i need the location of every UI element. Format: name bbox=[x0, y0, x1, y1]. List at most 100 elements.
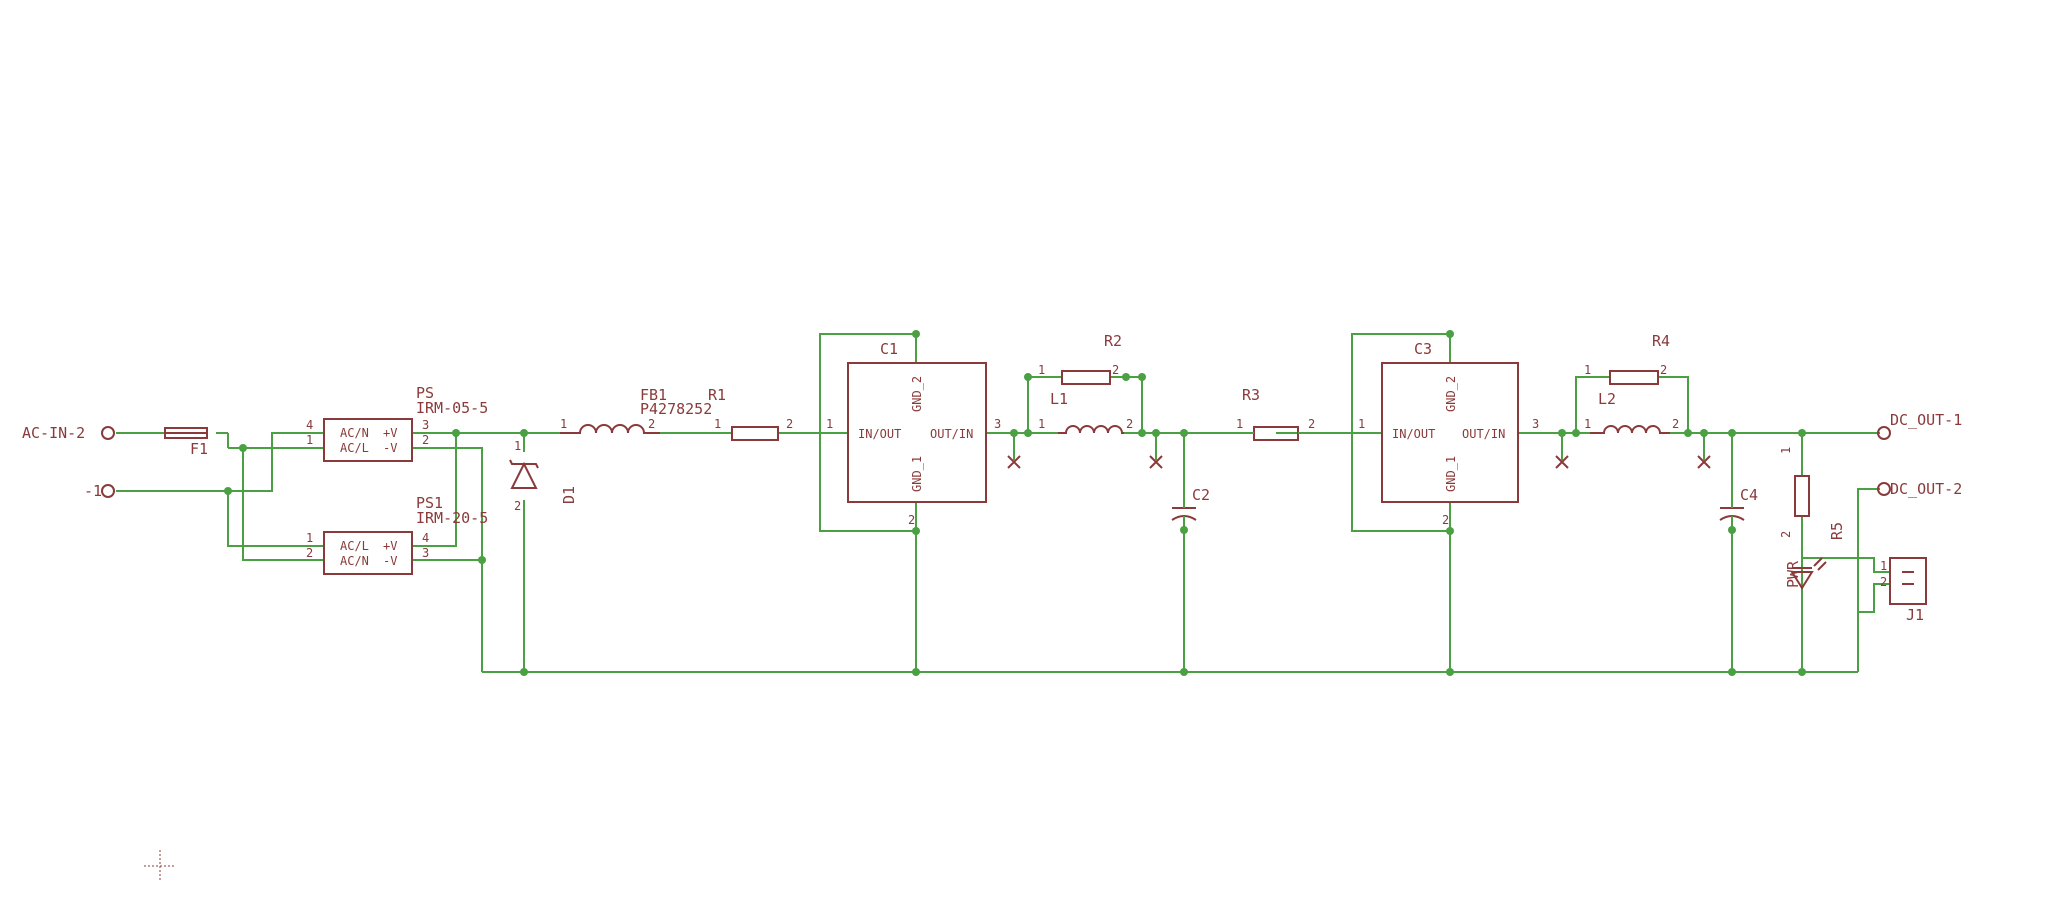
no-connect-marks bbox=[1007, 433, 1711, 469]
fb1-name-label: FB1 bbox=[640, 386, 667, 404]
pin-number: 1 bbox=[1880, 559, 1887, 573]
ps-pin-neg: -V bbox=[383, 441, 397, 455]
inductor-l2[interactable]: 1 2 L2 bbox=[1584, 390, 1679, 434]
pin-number: 2 bbox=[1779, 531, 1793, 538]
ac-in-1-connector[interactable]: -1 bbox=[84, 482, 115, 500]
resistor-r1[interactable]: 1 2 R1 bbox=[708, 386, 793, 441]
pin-number: 3 bbox=[1532, 417, 1539, 431]
c2-label: C2 bbox=[1192, 486, 1210, 504]
ferrite-fb1[interactable]: 1 2 FB1 P4278252 bbox=[560, 386, 712, 434]
c1-pin-in: IN/OUT bbox=[858, 427, 901, 441]
fb1-value-label: P4278252 bbox=[640, 400, 712, 418]
r3-label: R3 bbox=[1242, 386, 1260, 404]
ps1-pin-pos: +V bbox=[383, 539, 397, 553]
l2-label: L2 bbox=[1598, 390, 1616, 408]
module-c1[interactable]: IN/OUT OUT/IN GND_2 GND_1 1 3 2 C1 bbox=[826, 340, 1001, 527]
c3-pin-out: OUT/IN bbox=[1462, 427, 1505, 441]
c1-label: C1 bbox=[880, 340, 898, 358]
c3-pin-gnd1: GND_1 bbox=[1444, 456, 1458, 492]
c1-pin-gnd2: GND_2 bbox=[910, 376, 924, 412]
pin-number: 3 bbox=[422, 418, 429, 432]
ps1-pin-neg: -V bbox=[383, 554, 397, 568]
dc-out-2-connector[interactable]: DC_OUT-2 bbox=[1877, 480, 1962, 498]
c3-label: C3 bbox=[1414, 340, 1432, 358]
pin-number: 4 bbox=[306, 418, 313, 432]
pin-number: 1 bbox=[306, 531, 313, 545]
capacitor-c2[interactable]: C2 bbox=[1171, 486, 1210, 530]
pin-number: 3 bbox=[994, 417, 1001, 431]
pin-number: 2 bbox=[1308, 417, 1315, 431]
pin-number: 3 bbox=[422, 546, 429, 560]
pin-number: 1 bbox=[560, 417, 567, 431]
pin-number: 1 bbox=[1236, 417, 1243, 431]
resistor-r5[interactable]: 1 2 R5 bbox=[1779, 447, 1846, 540]
junction-dots bbox=[224, 330, 1806, 676]
pin-number: 2 bbox=[648, 417, 655, 431]
pwr-label: PWR bbox=[1784, 560, 1802, 588]
resistor-r4[interactable]: 1 2 R4 bbox=[1584, 332, 1670, 385]
ps-pin-ac-n: AC/N bbox=[340, 426, 369, 440]
l1-label: L1 bbox=[1050, 390, 1068, 408]
pin-number: 1 bbox=[514, 439, 521, 453]
inductor-l1[interactable]: 1 2 L1 bbox=[1038, 390, 1133, 434]
power-supply-ps1[interactable]: AC/L AC/N +V -V 1 2 4 3 PS1 IRM-20-5 bbox=[306, 494, 488, 575]
c3-pin-gnd2: GND_2 bbox=[1444, 376, 1458, 412]
wires bbox=[116, 333, 1890, 673]
dc-out-1-connector[interactable]: DC_OUT-1 bbox=[1877, 411, 1962, 440]
pin-number: 2 bbox=[1442, 513, 1449, 527]
header-j1[interactable]: 1 2 J1 bbox=[1880, 557, 1927, 624]
j1-label: J1 bbox=[1906, 606, 1924, 624]
r2-label: R2 bbox=[1104, 332, 1122, 350]
pin-number: 1 bbox=[1584, 417, 1591, 431]
fuse-f1[interactable]: F1 bbox=[164, 427, 208, 458]
pin-number: 2 bbox=[422, 433, 429, 447]
ps-name-label: PS bbox=[416, 384, 434, 402]
c4-label: C4 bbox=[1740, 486, 1758, 504]
ps-pin-ac-l: AC/L bbox=[340, 441, 369, 455]
pin-number: 2 bbox=[1880, 575, 1887, 589]
f1-label: F1 bbox=[190, 440, 208, 458]
pin-number: 2 bbox=[908, 513, 915, 527]
dc-out-2-label: DC_OUT-2 bbox=[1890, 480, 1962, 498]
d1-label: D1 bbox=[560, 486, 578, 504]
ac-in-2-connector[interactable]: AC-IN-2 bbox=[22, 424, 115, 442]
diode-d1[interactable]: 1 2 D1 bbox=[509, 439, 578, 513]
resistor-r3[interactable]: 1 2 R3 bbox=[1236, 386, 1315, 441]
ps1-value-label: IRM-20-5 bbox=[416, 509, 488, 527]
led-pwr[interactable]: PWR bbox=[1784, 557, 1827, 590]
pin-number: 2 bbox=[1660, 363, 1667, 377]
module-c3[interactable]: IN/OUT OUT/IN GND_2 GND_1 1 3 2 C3 bbox=[1358, 340, 1539, 527]
resistor-r2[interactable]: 1 2 R2 bbox=[1038, 332, 1122, 385]
pin-number: 1 bbox=[1038, 417, 1045, 431]
pin-number: 2 bbox=[1112, 363, 1119, 377]
dc-out-1-label: DC_OUT-1 bbox=[1890, 411, 1962, 429]
pin-number: 1 bbox=[306, 433, 313, 447]
c1-pin-out: OUT/IN bbox=[930, 427, 973, 441]
pin-number: 2 bbox=[1126, 417, 1133, 431]
c3-pin-in: IN/OUT bbox=[1392, 427, 1435, 441]
pin-number: 2 bbox=[1672, 417, 1679, 431]
pin-number: 2 bbox=[514, 499, 521, 513]
r1-label: R1 bbox=[708, 386, 726, 404]
ac-in-1-label: -1 bbox=[84, 482, 102, 500]
r5-label: R5 bbox=[1828, 522, 1846, 540]
pin-number: 1 bbox=[1358, 417, 1365, 431]
r4-label: R4 bbox=[1652, 332, 1670, 350]
ac-in-2-label: AC-IN-2 bbox=[22, 424, 85, 442]
pin-number: 1 bbox=[714, 417, 721, 431]
pin-number: 2 bbox=[306, 546, 313, 560]
ps1-pin-ac-l: AC/L bbox=[340, 539, 369, 553]
pin-number: 1 bbox=[826, 417, 833, 431]
pin-number: 1 bbox=[1584, 363, 1591, 377]
pin-number: 4 bbox=[422, 531, 429, 545]
c1-pin-gnd1: GND_1 bbox=[910, 456, 924, 492]
ps-pin-pos: +V bbox=[383, 426, 397, 440]
pin-number: 1 bbox=[1779, 447, 1793, 454]
ps-value-label: IRM-05-5 bbox=[416, 399, 488, 417]
capacitor-c4[interactable]: C4 bbox=[1719, 486, 1758, 530]
pin-number: 1 bbox=[1038, 363, 1045, 377]
power-supply-ps[interactable]: AC/N AC/L +V -V 4 1 3 2 PS IRM-05-5 bbox=[306, 384, 488, 462]
ps1-name-label: PS1 bbox=[416, 494, 443, 512]
ps1-pin-ac-n: AC/N bbox=[340, 554, 369, 568]
